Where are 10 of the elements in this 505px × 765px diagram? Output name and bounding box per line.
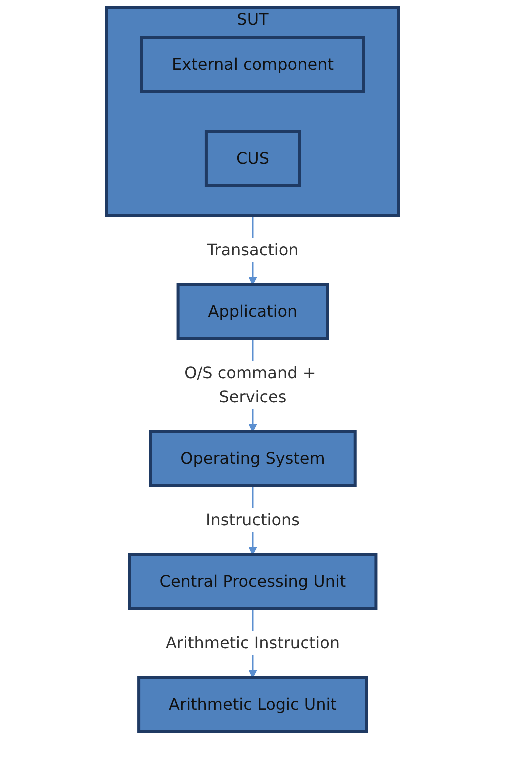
node-box: Central Processing Unit [128, 554, 378, 610]
node-box: Operating System [148, 430, 356, 488]
edge-label: Transaction [206, 240, 298, 260]
node-box: External component [140, 36, 365, 94]
node-box: Application [176, 284, 329, 340]
node-box: CUS [204, 130, 301, 188]
edge-label: Instructions [206, 510, 300, 530]
edge-label: O/S command + Services [184, 364, 316, 406]
node-box: Arithmetic Logic Unit [137, 676, 368, 734]
edge-label: Arithmetic Instruction [165, 634, 340, 652]
